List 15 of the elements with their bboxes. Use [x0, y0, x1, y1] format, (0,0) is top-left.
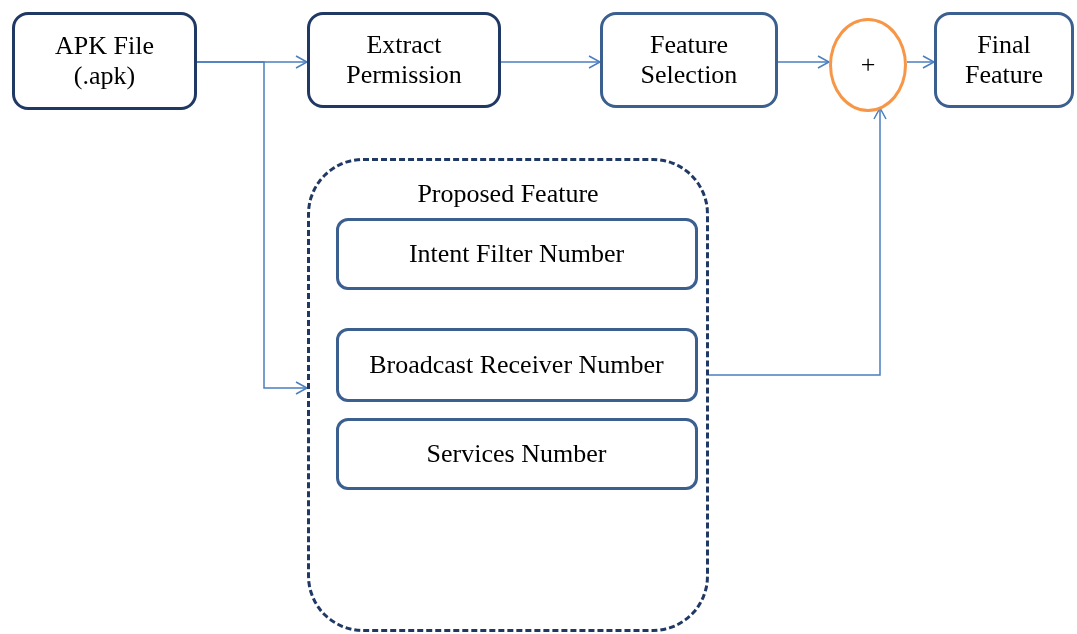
feature-box: Intent Filter Number [335, 217, 698, 290]
arrow [777, 55, 830, 69]
group-heading: Proposed Feature [416, 179, 600, 209]
process-box: Extract Permission [307, 12, 501, 108]
arrow [196, 61, 308, 395]
feature-box: Broadcast Receiver Number [335, 327, 698, 402]
process-box: Final Feature [934, 12, 1074, 108]
arrow [906, 55, 935, 69]
feature-box: Services Number [335, 417, 698, 490]
arrow [500, 55, 601, 69]
arrow [708, 107, 887, 376]
sum-circle: + [829, 18, 907, 112]
process-box: Feature Selection [600, 12, 778, 108]
process-box: APK File (.apk) [12, 12, 197, 110]
dashed-group-box [307, 158, 709, 632]
